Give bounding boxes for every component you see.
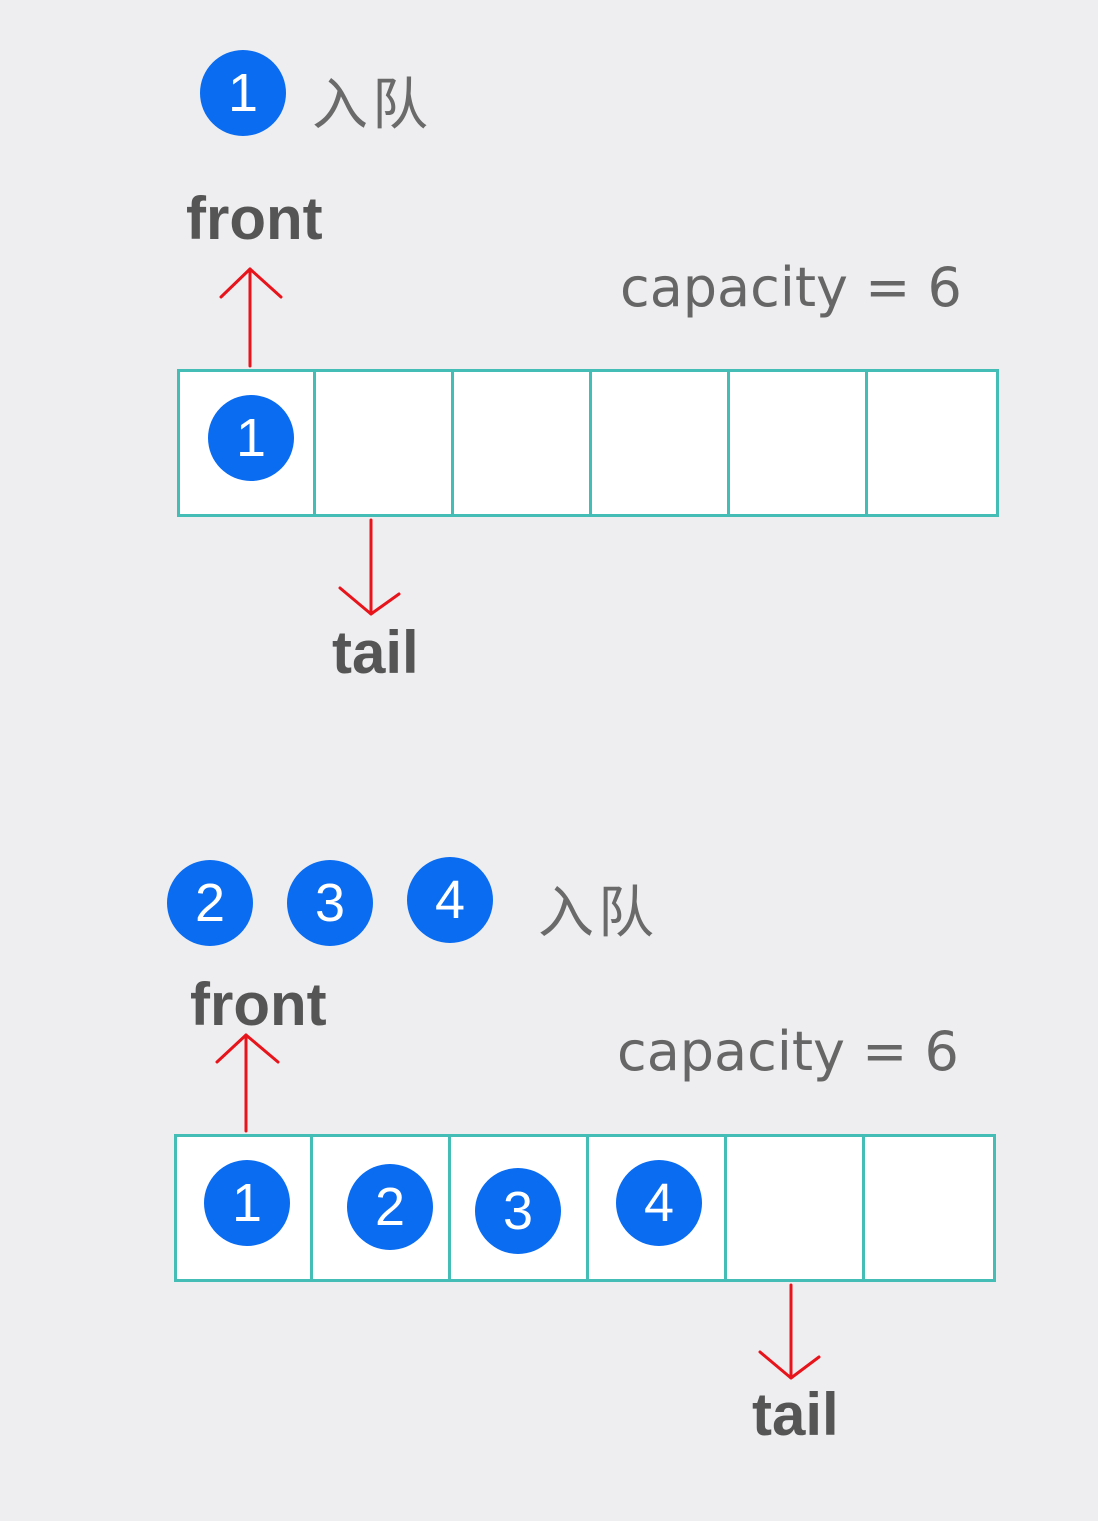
tail-label: tail	[332, 619, 419, 686]
queue-slot-3: 4	[589, 1137, 727, 1279]
queue-slot-2	[454, 372, 592, 514]
front-label: front	[186, 185, 323, 252]
queue-slot-1: 2	[313, 1137, 451, 1279]
enqueue-item-2: 2	[167, 860, 253, 946]
tail-arrow-icon	[758, 1283, 821, 1380]
queue-item: 1	[204, 1160, 290, 1246]
queue-slot-0: 1	[180, 372, 316, 514]
enqueue-label: 入队	[538, 881, 658, 946]
tail-arrow-icon	[338, 518, 401, 616]
queue-slot-1	[316, 372, 454, 514]
enqueue-label: 入队	[312, 73, 432, 138]
queue-slot-4	[730, 372, 868, 514]
queue-item: 4	[616, 1160, 702, 1246]
enqueue-item-3: 3	[287, 860, 373, 946]
queue-item: 3	[475, 1168, 561, 1254]
capacity-label: capacity = 6	[617, 1020, 959, 1083]
enqueue-item-1: 1	[200, 50, 286, 136]
queue-slot-4	[727, 1137, 865, 1279]
tail-label: tail	[752, 1381, 839, 1448]
queue-item: 1	[208, 395, 294, 481]
queue-slot-3	[592, 372, 730, 514]
capacity-label: capacity = 6	[620, 256, 962, 319]
enqueue-item-4: 4	[407, 857, 493, 943]
queue-slot-2: 3	[451, 1137, 589, 1279]
queue-array: 1 2 3 4	[174, 1134, 996, 1282]
front-arrow-icon	[215, 1033, 280, 1133]
front-arrow-icon	[219, 267, 283, 368]
queue-array: 1	[177, 369, 999, 517]
queue-slot-0: 1	[177, 1137, 313, 1279]
front-label: front	[190, 971, 327, 1038]
queue-item: 2	[347, 1164, 433, 1250]
